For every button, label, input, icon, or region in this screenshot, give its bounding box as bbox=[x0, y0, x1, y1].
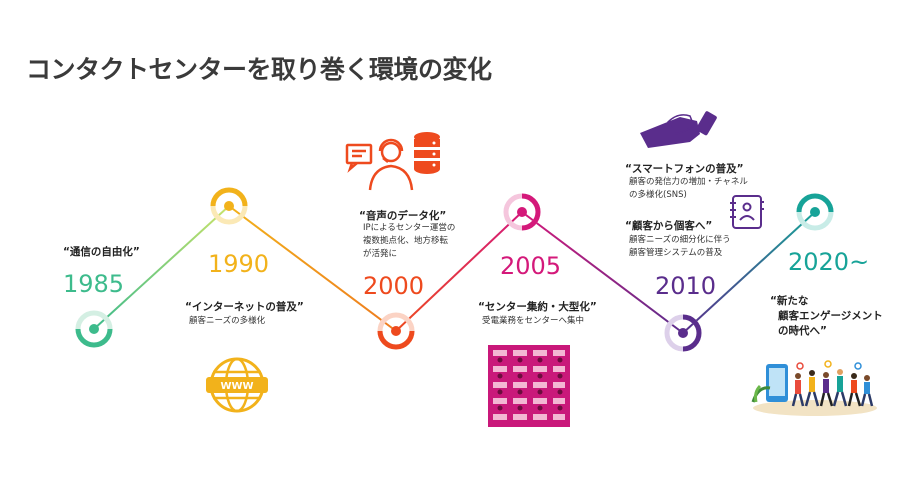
label-2020: “新たな bbox=[770, 295, 809, 307]
label-2020-line2: の時代へ” bbox=[778, 325, 827, 337]
www-text: WWW bbox=[220, 381, 253, 392]
node-1990 bbox=[210, 187, 248, 225]
customer-engagement-image bbox=[751, 360, 877, 416]
smartphone-hand-icon bbox=[640, 111, 717, 148]
year-2010: 2010 bbox=[655, 272, 717, 300]
globe-www-icon bbox=[206, 357, 268, 413]
label-2010: “スマートフォンの普及” bbox=[625, 163, 744, 175]
timeline-segment-2 bbox=[228, 205, 397, 332]
year-2000: 2000 bbox=[363, 272, 425, 300]
sub-1990-0: 顧客ニーズの多様化 bbox=[189, 316, 266, 326]
sub-2005-0: 受電業務をセンターへ集中 bbox=[482, 316, 585, 326]
timeline-segment-4 bbox=[521, 211, 684, 334]
label-2020-line1: 顧客エンゲージメント bbox=[778, 310, 883, 322]
database-icon bbox=[414, 132, 440, 174]
page-title: コンタクトセンターを取り巻く環境の変化 bbox=[26, 55, 492, 84]
address-book-icon bbox=[730, 195, 764, 229]
year-1985: 1985 bbox=[63, 270, 125, 298]
label-1985: “通信の自由化” bbox=[63, 246, 140, 258]
timeline-segment-5 bbox=[682, 211, 816, 334]
year-2020: 2020~ bbox=[788, 248, 870, 276]
contact-center-floor-image bbox=[488, 345, 570, 427]
year-1990: 1990 bbox=[208, 250, 270, 278]
sub-2010-0: 顧客の発信力の増加・チャネル bbox=[629, 177, 748, 187]
node-1985 bbox=[75, 310, 113, 348]
operator-database-icon bbox=[345, 138, 414, 191]
node-2010 bbox=[664, 314, 702, 352]
sub-2000-1: 複数拠点化、地方移転 bbox=[363, 236, 449, 246]
timeline-segment-1 bbox=[93, 205, 230, 330]
label-2005: “センター集約・大型化” bbox=[478, 301, 597, 313]
sub-2010-1: の多様化(SNS) bbox=[629, 190, 687, 200]
node-2005 bbox=[503, 193, 541, 231]
sub-2000-0: IPによるセンター運営の bbox=[363, 223, 456, 233]
year-2005: 2005 bbox=[500, 252, 562, 280]
label-2000: “音声のデータ化” bbox=[359, 210, 447, 222]
node-2000 bbox=[377, 312, 415, 350]
timeline-segment-3 bbox=[395, 211, 523, 332]
sub2-2010-0: 顧客ニーズの細分化に伴う bbox=[629, 235, 731, 245]
label2-2010: “顧客から個客へ” bbox=[625, 220, 713, 232]
node-2020 bbox=[796, 193, 834, 231]
label-1990: “インターネットの普及” bbox=[185, 301, 304, 313]
sub-2000-2: が活発に bbox=[363, 249, 398, 259]
sub2-2010-1: 顧客管理システムの普及 bbox=[629, 248, 723, 258]
